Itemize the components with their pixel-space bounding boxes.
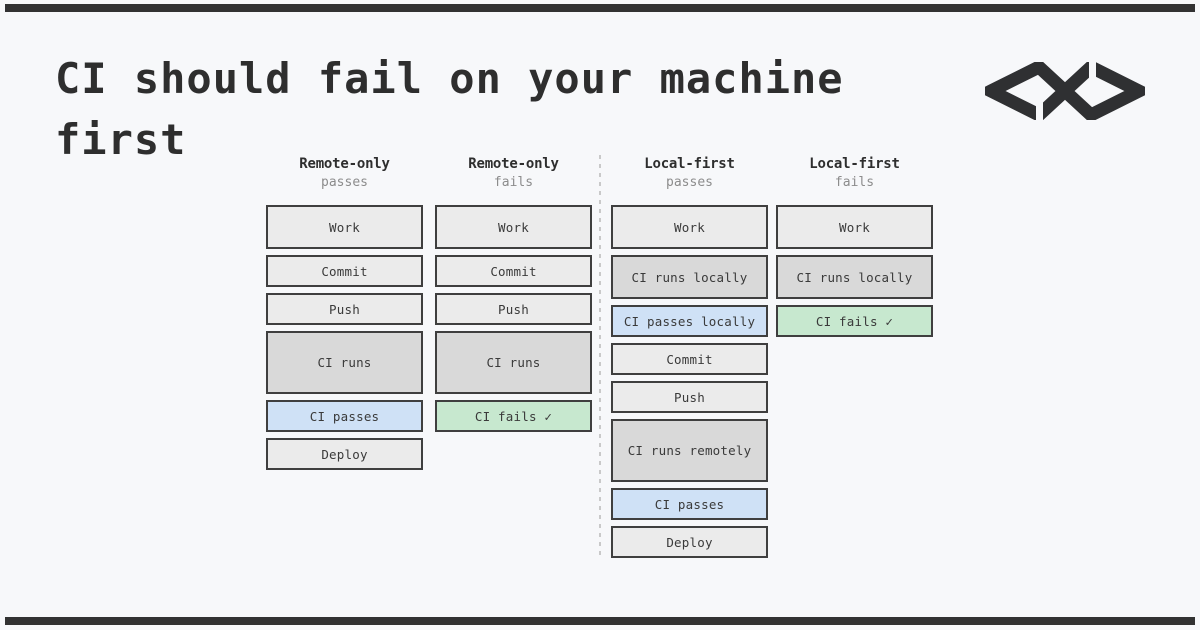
flow-step-label: CI fails ✓ (474, 408, 553, 424)
page-title: CI should fail on your machine first (55, 54, 844, 164)
flow-step-box: Push (611, 381, 768, 413)
top-accent-bar (5, 4, 1195, 12)
flow-step-box: Work (776, 205, 933, 249)
flow-step-label: Deploy (666, 534, 713, 550)
flow-step-box: CI fails ✓ (776, 305, 933, 337)
flow-step-box: CI passes (266, 400, 423, 432)
flow-step-label: Commit (666, 351, 713, 367)
flow-step-label: Work (839, 219, 870, 235)
bottom-accent-bar (5, 617, 1195, 625)
flow-step-label: Push (674, 389, 705, 405)
flow-step-label: CI passes (654, 496, 725, 512)
flow-step-label: CI runs (317, 355, 372, 370)
flow-step-box: Work (611, 205, 768, 249)
infinity-code-logo-glyph (976, 59, 1154, 123)
flow-step-label: Work (674, 219, 705, 235)
flow-step-box: Work (435, 205, 592, 249)
flow-step-label: CI fails ✓ (815, 313, 894, 329)
column-subtitle: fails (834, 175, 875, 190)
flow-step-box: Work (266, 205, 423, 249)
flow-step-label: CI runs locally (631, 269, 748, 285)
flow-step-box: CI fails ✓ (435, 400, 592, 432)
flow-step-label: CI passes (309, 408, 380, 424)
column-title: Remote-only (299, 156, 390, 172)
flow-step-label: Push (329, 301, 360, 317)
flow-step-box: CI passes (611, 488, 768, 520)
flow-step-label: CI runs remotely (627, 443, 752, 458)
column-subtitle: passes (321, 175, 368, 190)
flow-step-label: CI passes locally (623, 313, 756, 329)
flow-step-box: CI runs remotely (611, 419, 768, 482)
column-subtitle: fails (493, 175, 534, 190)
column-title: Remote-only (468, 156, 559, 172)
flow-step-label: Push (498, 301, 529, 317)
flow-step-label: Commit (321, 263, 368, 279)
flow-step-box: CI runs (435, 331, 592, 394)
column-title: Local-first (644, 156, 735, 172)
flow-step-box: Deploy (611, 526, 768, 558)
flow-step-box: CI runs (266, 331, 423, 394)
flow-step-box: CI passes locally (611, 305, 768, 337)
flow-step-label: Work (498, 219, 529, 235)
flow-step-label: Deploy (321, 446, 368, 462)
flow-step-box: CI runs locally (776, 255, 933, 299)
flow-step-box: Deploy (266, 438, 423, 470)
flow-step-label: CI runs locally (796, 269, 913, 285)
flow-step-label: CI runs (486, 355, 541, 370)
column-title: Local-first (809, 156, 900, 172)
column-divider (599, 155, 601, 560)
flow-step-box: Commit (435, 255, 592, 287)
flow-step-box: Commit (266, 255, 423, 287)
infinity-code-logo (976, 59, 1154, 123)
flow-step-box: CI runs locally (611, 255, 768, 299)
flow-step-box: Push (435, 293, 592, 325)
column-subtitle: passes (666, 175, 713, 190)
flow-step-box: Commit (611, 343, 768, 375)
flow-step-label: Commit (490, 263, 537, 279)
flow-step-box: Push (266, 293, 423, 325)
flow-step-label: Work (329, 219, 360, 235)
